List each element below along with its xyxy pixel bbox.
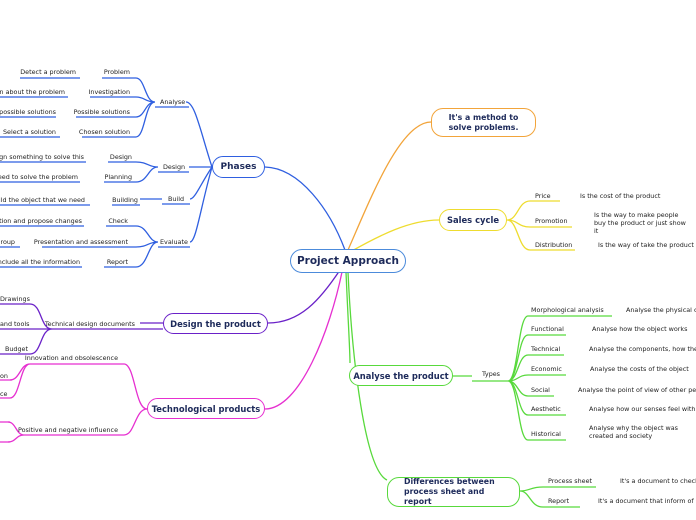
connector-center-phases bbox=[264, 166, 346, 251]
connector-phases-build bbox=[189, 166, 213, 200]
underline-techdocs-items bbox=[0, 303, 30, 355]
process-sheet-detail: It's a document to check and bbox=[620, 477, 696, 485]
check-label[interactable]: Check bbox=[108, 217, 128, 225]
underline-influence-items bbox=[0, 421, 10, 443]
connector-phases-evaluate bbox=[189, 166, 213, 243]
price-detail: Is the cost of the product bbox=[580, 192, 661, 200]
connector-techdocs-items bbox=[29, 303, 53, 355]
price-label[interactable]: Price bbox=[535, 192, 551, 200]
types-label[interactable]: Types bbox=[482, 370, 501, 378]
type-historical-detail: Analyse why the object was created and s… bbox=[589, 424, 678, 440]
techdocs-item-budget: Budget bbox=[5, 345, 28, 353]
promotion-detail: Is the way to make people buy the produc… bbox=[594, 211, 686, 235]
connector-center-differences bbox=[347, 271, 388, 481]
connector-center-tech-products bbox=[264, 271, 343, 410]
connector-sales-items bbox=[506, 200, 531, 251]
type-functional-detail: Analyse how the object works bbox=[592, 325, 688, 333]
connector-phases-analyse bbox=[185, 101, 213, 168]
techdocs-item-tools: and tools bbox=[0, 320, 30, 328]
type-economic-label[interactable]: Economic bbox=[531, 365, 562, 373]
type-morphological-label[interactable]: Morphological analysis bbox=[531, 306, 604, 314]
underline-innovation-items bbox=[0, 379, 12, 399]
promotion-label[interactable]: Promotion bbox=[535, 217, 568, 225]
design-product-connectors bbox=[0, 269, 341, 355]
type-economic-detail: Analyse the costs of the object bbox=[590, 365, 689, 373]
innovation-label[interactable]: Innovation and obsolescence bbox=[24, 354, 118, 362]
sales-node[interactable]: Sales cycle bbox=[439, 209, 507, 231]
connector-tech-products-influence bbox=[123, 408, 148, 436]
type-functional-label[interactable]: Functional bbox=[531, 325, 564, 333]
analyse-product-connectors bbox=[345, 271, 612, 508]
underline-sales-items bbox=[530, 200, 575, 251]
phases-node[interactable]: Phases bbox=[212, 156, 265, 178]
possible-solutions-detail: possible solutions bbox=[0, 108, 56, 116]
influence-label[interactable]: Positive and negative influence bbox=[17, 426, 118, 434]
type-aesthetic-label[interactable]: Aesthetic bbox=[531, 405, 561, 413]
check-detail: olution and propose changes bbox=[0, 217, 82, 225]
type-technical-detail: Analyse the components, how the obje bbox=[589, 345, 696, 353]
underline-types-items bbox=[528, 315, 612, 441]
type-technical-label[interactable]: Technical bbox=[531, 345, 561, 353]
evaluate-label[interactable]: Evaluate bbox=[160, 238, 188, 246]
techdocs-item-drawings: Drawings bbox=[0, 295, 30, 303]
report-label[interactable]: Report bbox=[106, 258, 128, 266]
presentation-label[interactable]: Presentation and assessment bbox=[33, 238, 128, 246]
investigation-label[interactable]: Investigation bbox=[88, 88, 130, 96]
tech-products-node[interactable]: Technological products bbox=[147, 398, 265, 419]
possible-solutions-label[interactable]: Possible solutions bbox=[73, 108, 130, 116]
differences-node[interactable]: Differences between process sheet and re… bbox=[387, 477, 520, 507]
connector-evaluate-items bbox=[135, 225, 159, 268]
design-label[interactable]: Design bbox=[163, 163, 186, 171]
investigation-detail: ation about the problem bbox=[0, 88, 65, 96]
diff-report-detail: It's a document that inform of all th bbox=[598, 497, 696, 505]
distribution-detail: Is the way of take the product to the bbox=[598, 241, 696, 249]
design-item-detail: design something to solve this bbox=[0, 153, 84, 161]
center-node[interactable]: Project Approach bbox=[290, 249, 406, 273]
connector-design-items bbox=[135, 161, 159, 183]
type-aesthetic-detail: Analyse how our senses feel with the o bbox=[589, 405, 696, 413]
planning-label[interactable]: Planning bbox=[104, 173, 132, 181]
chosen-solution-detail: Select a solution bbox=[2, 128, 56, 136]
problem-label[interactable]: Problem bbox=[103, 68, 130, 76]
type-morphological-detail: Analyse the physical chara bbox=[626, 306, 696, 314]
report-detail: t include all the information bbox=[0, 258, 80, 266]
innovation-item-2: ce bbox=[0, 390, 8, 398]
problem-detail: Detect a problem bbox=[20, 68, 76, 76]
build-label[interactable]: Build bbox=[168, 195, 185, 203]
design-item-label[interactable]: Design bbox=[109, 153, 132, 161]
connector-center-sales bbox=[349, 219, 440, 253]
building-label[interactable]: Building bbox=[112, 196, 138, 204]
phases-connectors bbox=[0, 77, 346, 268]
tech-products-connectors bbox=[0, 271, 343, 443]
connector-innovation-items bbox=[9, 363, 31, 399]
type-social-label[interactable]: Social bbox=[531, 386, 550, 394]
connector-differences-items bbox=[519, 486, 544, 508]
connector-analyse-items bbox=[135, 77, 156, 138]
analyse-label[interactable]: Analyse bbox=[160, 98, 186, 106]
type-social-detail: Analyse the point of view of other peopl… bbox=[578, 386, 696, 394]
sales-connectors bbox=[349, 200, 575, 253]
planning-detail: n need to solve the problem bbox=[0, 173, 78, 181]
connector-types-items bbox=[507, 315, 529, 441]
connector-center-analyse-product bbox=[345, 271, 351, 364]
process-sheet-label[interactable]: Process sheet bbox=[548, 477, 593, 485]
innovation-item-1: on bbox=[0, 372, 8, 380]
presentation-detail: roup bbox=[0, 238, 15, 246]
connector-tech-products-innovation bbox=[123, 363, 148, 410]
chosen-solution-label[interactable]: Chosen solution bbox=[78, 128, 130, 136]
diff-report-label[interactable]: Report bbox=[548, 497, 570, 505]
building-detail: Build the object that we need bbox=[0, 196, 85, 204]
analyse-product-node[interactable]: Analyse the product bbox=[349, 365, 453, 386]
underline-differences-items bbox=[543, 486, 596, 508]
method-node[interactable]: It's a method to solve problems. bbox=[431, 108, 536, 137]
design-product-node[interactable]: Design the product bbox=[163, 313, 268, 334]
connector-center-method bbox=[347, 121, 432, 251]
type-historical-label[interactable]: Historical bbox=[531, 430, 561, 438]
connector-center-design-product bbox=[267, 269, 341, 324]
techdocs-label[interactable]: Technical design documents bbox=[44, 320, 135, 328]
distribution-label[interactable]: Distribution bbox=[535, 241, 573, 249]
